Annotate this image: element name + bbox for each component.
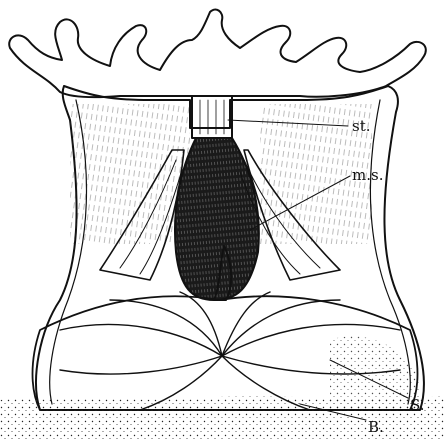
tentacles xyxy=(9,10,426,98)
label-ms: m.s. xyxy=(352,166,383,184)
stomodaeum xyxy=(192,96,232,138)
label-st: st. xyxy=(352,117,371,135)
label-s: S. xyxy=(410,396,425,414)
gastric-cavity xyxy=(175,138,259,300)
label-b: B. xyxy=(368,418,384,436)
